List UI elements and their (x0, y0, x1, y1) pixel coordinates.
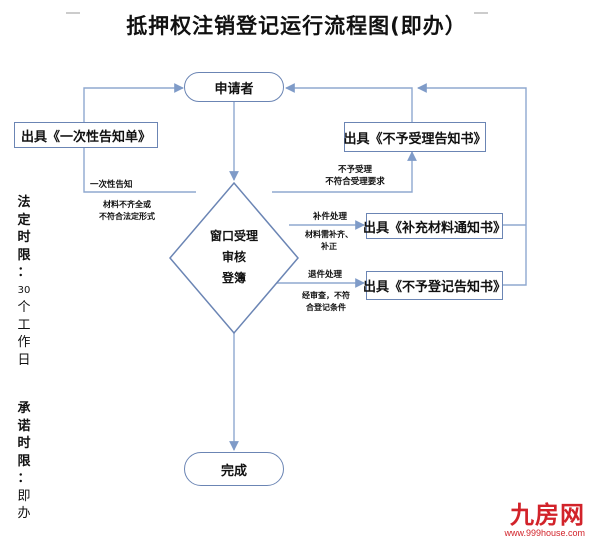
not-register-notice-node: 出具《不予登记告知书》 (363, 271, 506, 300)
window-review-line2: 审核 (221, 250, 246, 264)
watermark-url: www.999house.com (504, 528, 585, 538)
supplement-condition-line1: 材料需补齐、 (305, 230, 353, 239)
promise-time-limit: 承 诺 时 限 ： 即 办 (14, 400, 34, 523)
promise-limit-char: 限 (17, 453, 31, 469)
legal-limit-char: 法 (17, 195, 31, 210)
supplement-label-line1: 补件处理 (312, 212, 347, 222)
return-label-line1: 退件处理 (307, 270, 342, 280)
promise-limit-char: 承 (17, 401, 31, 416)
promise-limit-char: 时 (17, 436, 31, 451)
not-accept-label: 不予受理 不符合受理要求 (310, 164, 400, 188)
not-accept-label-line1: 不予受理 (337, 165, 372, 175)
one-time-condition-line2: 不符合法定形式 (99, 212, 155, 221)
legal-limit-char: 定 (17, 212, 31, 228)
legal-time-limit: 法 定 时 限 ： 30 个 工 作 日 (14, 194, 34, 369)
watermark-logo: 九房网 www.999house.com (504, 500, 585, 539)
complete-node: 完成 (184, 452, 284, 486)
decorative-dot (474, 12, 488, 14)
one-time-notice-node: 出具《一次性告知单》 (14, 122, 158, 148)
not-accept-label-line2: 不符合受理要求 (325, 177, 385, 187)
page-title: 抵押权注销登记运行流程图(即办） (126, 14, 467, 38)
return-condition: 经审查，不符 合登记条件 (288, 290, 364, 314)
legal-limit-value-char: 个 (17, 300, 31, 315)
promise-limit-char: ： (17, 471, 31, 486)
one-time-condition: 材料不齐全或 不符合法定形式 (82, 199, 172, 223)
not-accept-notice-node: 出具《不予受理告知书》 (344, 122, 487, 152)
supplement-label: 补件处理 (300, 211, 360, 223)
window-review-line3: 登簿 (221, 271, 246, 285)
promise-limit-value-char: 即 (17, 488, 31, 504)
legal-limit-value-char: 日 (17, 352, 31, 368)
applicant-node: 申请者 (184, 72, 284, 102)
return-condition-line2: 合登记条件 (306, 303, 346, 312)
supplement-notice-node: 出具《补充材料通知书》 (363, 213, 506, 239)
legal-limit-value-char: 作 (17, 335, 31, 350)
legal-limit-char: ： (17, 265, 31, 280)
window-review-line1: 窗口受理 (209, 229, 258, 243)
legal-limit-value-char: 工 (17, 317, 31, 333)
watermark-brand: 九房网 (510, 500, 585, 529)
legal-limit-char: 限 (17, 247, 31, 263)
one-time-label: 一次性告知 (90, 179, 160, 191)
promise-limit-char: 诺 (17, 418, 31, 434)
decorative-dot (66, 12, 80, 14)
supplement-condition-line2: 补正 (321, 242, 337, 251)
window-review-node: 窗口受理 审核 登簿 (186, 226, 282, 289)
legal-limit-value-char: 30 (17, 284, 31, 296)
return-condition-line1: 经审查，不符 (302, 291, 350, 300)
promise-limit-value-char: 办 (17, 506, 31, 521)
one-time-label-line1: 一次性告知 (90, 180, 133, 190)
legal-limit-char: 时 (17, 230, 31, 245)
one-time-condition-line1: 材料不齐全或 (103, 200, 151, 209)
return-label: 退件处理 (292, 269, 358, 281)
supplement-condition: 材料需补齐、 补正 (296, 229, 362, 253)
